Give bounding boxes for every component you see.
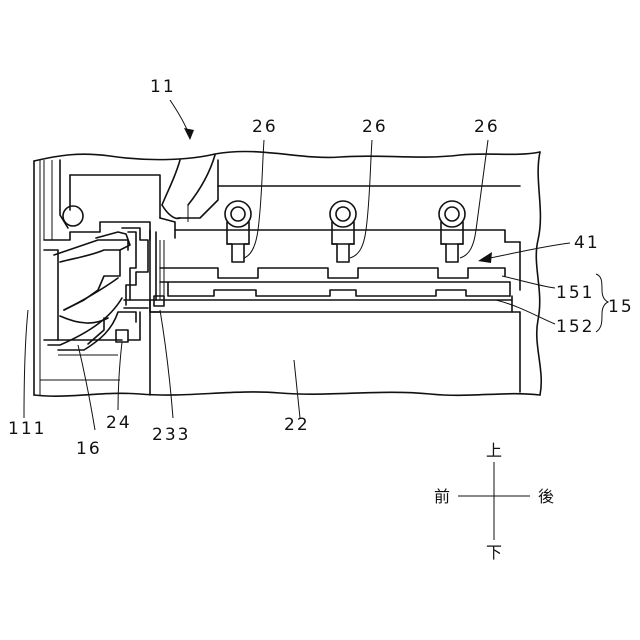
direction-front: 前 [434,487,450,506]
nozzle-group [225,201,465,262]
label-11: 11 [150,77,176,97]
arrow-41 [478,243,570,263]
label-15: 15 [608,297,634,317]
housing-outline [34,151,541,396]
nozzle-1 [225,201,251,262]
front-mechanism [40,222,160,380]
upper-duct [60,155,520,242]
plate-assembly [150,242,520,392]
label-26-c: 26 [474,117,500,137]
label-152: 152 [556,317,594,337]
label-24: 24 [106,413,132,433]
direction-back: 後 [538,487,554,506]
label-151: 151 [556,283,594,303]
direction-up: 上 [486,441,502,460]
direction-down: 下 [486,543,502,562]
label-16: 16 [76,439,102,459]
direction-indicator: 上 下 前 後 [434,441,554,562]
label-41: 41 [574,233,600,253]
label-26-a: 26 [252,117,278,137]
nozzle-3 [439,201,465,262]
label-111: 111 [8,419,46,439]
nozzle-2 [330,201,356,262]
label-22: 22 [284,415,310,435]
label-26-b: 26 [362,117,388,137]
label-233: 233 [152,425,190,445]
bracket-15 [596,274,608,332]
